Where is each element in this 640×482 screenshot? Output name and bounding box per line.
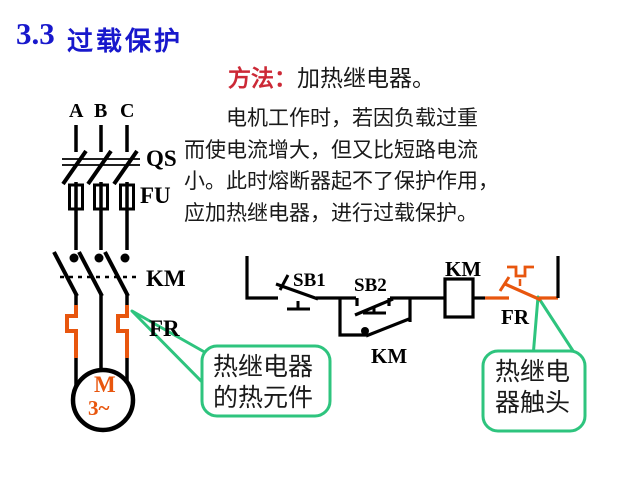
thermal-contact-fr bbox=[485, 265, 558, 302]
phase-label-c: C bbox=[120, 100, 135, 122]
thermal-relay-label: FR bbox=[149, 316, 180, 341]
aux-contact-km bbox=[338, 298, 412, 338]
coil-label: KM bbox=[445, 257, 482, 281]
start-button-sb2 bbox=[354, 297, 394, 317]
callout-contact-text: 热继电 器触头 bbox=[495, 359, 571, 417]
motor-phase-mark: 3~ bbox=[88, 396, 110, 420]
knife-switch-qs bbox=[61, 149, 140, 186]
stop-button-sb1 bbox=[275, 274, 319, 311]
phase-feed-lines bbox=[74, 125, 129, 152]
callout-heater-text: 热继电器 的热元件 bbox=[213, 354, 314, 412]
thermal-relay-heaters-fr bbox=[65, 305, 129, 358]
start-button-label: SB2 bbox=[354, 275, 387, 296]
method-text: 加热继电器。 bbox=[297, 66, 435, 91]
callout-contact-box bbox=[481, 349, 587, 433]
callout-contact-tail bbox=[531, 295, 579, 359]
phase-label-a: A bbox=[69, 100, 84, 122]
method-line: 方法：加热继电器。 bbox=[228, 59, 435, 93]
stop-button-label: SB1 bbox=[293, 270, 326, 291]
phase-label-b: B bbox=[94, 100, 108, 122]
motor-letter: M bbox=[94, 372, 116, 397]
contactor-coil-km bbox=[443, 277, 485, 319]
method-label: 方法： bbox=[228, 66, 297, 91]
page-title: 过载保护 bbox=[67, 27, 184, 56]
body-paragraph: 电机工作时，若因负载过重 而使电流增大，但又比短路电流 小。此时熔断器起不了保护… bbox=[184, 106, 499, 225]
contactor-main-contacts-km bbox=[52, 251, 136, 297]
callout-heater-box bbox=[200, 344, 332, 418]
control-left-rail bbox=[245, 256, 278, 300]
motor-symbol bbox=[70, 367, 136, 433]
fuse-label: FU bbox=[140, 183, 171, 208]
knife-switch-label: QS bbox=[146, 146, 177, 171]
contactor-label: KM bbox=[146, 266, 186, 291]
fuse-section-fu bbox=[68, 182, 135, 250]
aux-contact-label: KM bbox=[371, 344, 408, 368]
thermal-contact-label: FR bbox=[501, 305, 529, 329]
section-number: 3.3 bbox=[16, 16, 55, 51]
